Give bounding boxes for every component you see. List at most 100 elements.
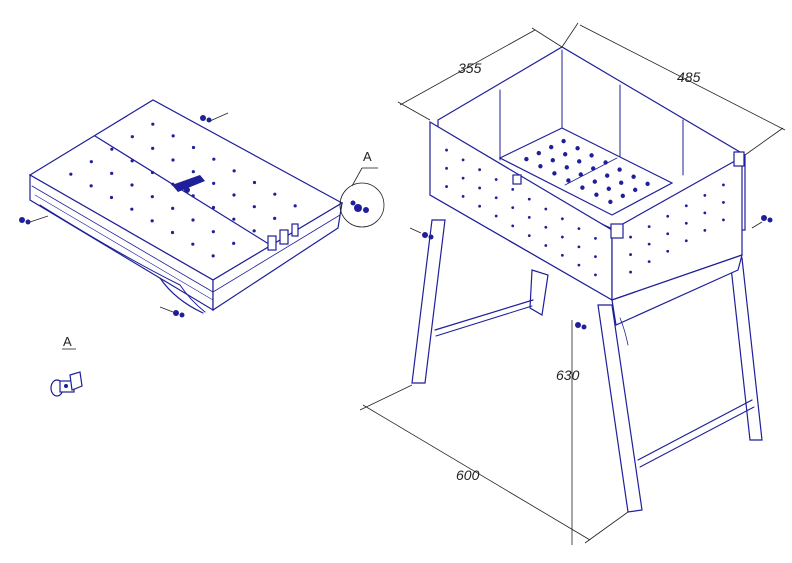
perforation-hole	[617, 167, 622, 172]
perforation-hole	[212, 157, 216, 161]
perforation-hole	[703, 211, 707, 215]
perforation-hole	[684, 204, 688, 208]
perforation-hole	[171, 158, 175, 162]
perforation-hole	[577, 159, 582, 164]
perforation-hole	[544, 244, 548, 247]
perforation-hole	[130, 135, 134, 139]
perforation-hole	[150, 219, 154, 223]
perforation-hole	[478, 186, 482, 190]
perforation-hole	[703, 193, 707, 197]
perforation-hole	[461, 158, 465, 162]
perforation-hole	[191, 145, 196, 150]
perforation-hole	[549, 144, 554, 150]
perforation-hole	[666, 249, 670, 253]
perforation-hole	[494, 196, 498, 200]
wing-nut-icon-bottom	[159, 306, 185, 318]
perforation-hole	[252, 205, 256, 209]
latch-icon-brazier	[512, 174, 522, 185]
handle-icon-2	[733, 151, 745, 167]
dimension-width-label: 355	[458, 60, 482, 76]
perforation-hole	[461, 176, 465, 180]
perforation-hole	[647, 225, 651, 229]
wing-nut-icon-large	[50, 371, 83, 397]
perforation-hole	[232, 241, 236, 245]
perforation-hole	[211, 254, 215, 258]
perforation-hole	[151, 122, 155, 126]
perforation-hole	[575, 146, 580, 151]
perforation-hole	[594, 237, 597, 240]
perforation-hole	[191, 194, 195, 198]
perforation-hole	[130, 207, 134, 211]
perforation-hole	[494, 178, 498, 181]
perforation-hole	[461, 194, 465, 198]
case-band-line-2	[34, 194, 214, 301]
perforation-hole	[608, 199, 613, 205]
leg-detail	[619, 317, 629, 346]
lid-perforations	[69, 122, 297, 258]
perforation-hole	[191, 242, 195, 246]
hinge-icon-3	[291, 223, 299, 237]
dimension-depth: 600	[359, 384, 629, 544]
dimension-height-label: 630	[556, 367, 580, 383]
perforation-hole	[445, 185, 448, 188]
perforation-hole	[722, 218, 725, 222]
wall-perforations	[445, 148, 597, 277]
perforation-hole	[577, 227, 581, 231]
folded-case	[19, 99, 344, 318]
case-band-line	[31, 185, 341, 293]
case-leg-edge	[39, 204, 206, 313]
case-leg-curve	[159, 277, 204, 314]
hinge-icon	[267, 235, 277, 251]
hinge-icon-2	[279, 229, 289, 245]
perforation-hole	[232, 193, 236, 197]
perforation-hole	[564, 165, 569, 170]
perforation-hole	[151, 146, 155, 150]
perforation-hole	[631, 174, 636, 179]
perforation-hole	[293, 204, 297, 208]
perforation-hole	[170, 230, 175, 235]
perforation-hole	[544, 225, 548, 229]
perforation-hole	[524, 156, 529, 162]
charcoal-grate	[498, 127, 674, 216]
perforation-hole	[647, 242, 651, 246]
perforation-hole	[684, 239, 688, 243]
perforation-hole	[560, 235, 564, 239]
perforation-hole	[130, 183, 134, 187]
dimension-width: 355	[397, 27, 563, 121]
perforation-hole	[232, 169, 236, 173]
perforation-hole	[527, 197, 531, 201]
wing-nut-icon-brazier-left	[409, 227, 434, 240]
lid-seam-line	[94, 135, 273, 247]
wing-nut-icon-left	[19, 215, 49, 225]
wing-nut-icon-detail	[350, 200, 369, 213]
perforation-hole	[647, 260, 651, 264]
perforation-hole	[552, 171, 557, 176]
wing-nut-icon-brazier-right	[751, 215, 773, 229]
perforation-hole	[89, 184, 93, 188]
perforation-hole	[211, 230, 215, 234]
perforation-hole	[527, 234, 531, 238]
perforation-hole	[110, 147, 114, 151]
perforation-hole	[478, 168, 482, 172]
perforation-hole	[603, 160, 608, 165]
perforation-hole	[619, 180, 624, 185]
brazier-bottom-band	[611, 254, 743, 326]
perforation-hole	[150, 170, 155, 175]
perforation-hole	[594, 273, 597, 277]
perforation-hole	[191, 170, 195, 174]
perforation-hole	[527, 216, 531, 219]
perforation-hole	[592, 179, 597, 184]
dimension-length: 485	[561, 22, 786, 156]
detail-view-label: A	[63, 334, 72, 349]
perforation-hole	[620, 193, 625, 199]
latch-icon	[172, 175, 205, 193]
perforation-hole	[560, 217, 564, 221]
perforation-hole	[684, 221, 688, 225]
perforation-hole	[212, 181, 216, 185]
side-perforations	[629, 183, 725, 274]
perforation-hole	[544, 207, 548, 211]
perforation-hole	[171, 206, 175, 210]
brazier	[409, 46, 773, 513]
dimension-height: 630	[556, 320, 580, 545]
